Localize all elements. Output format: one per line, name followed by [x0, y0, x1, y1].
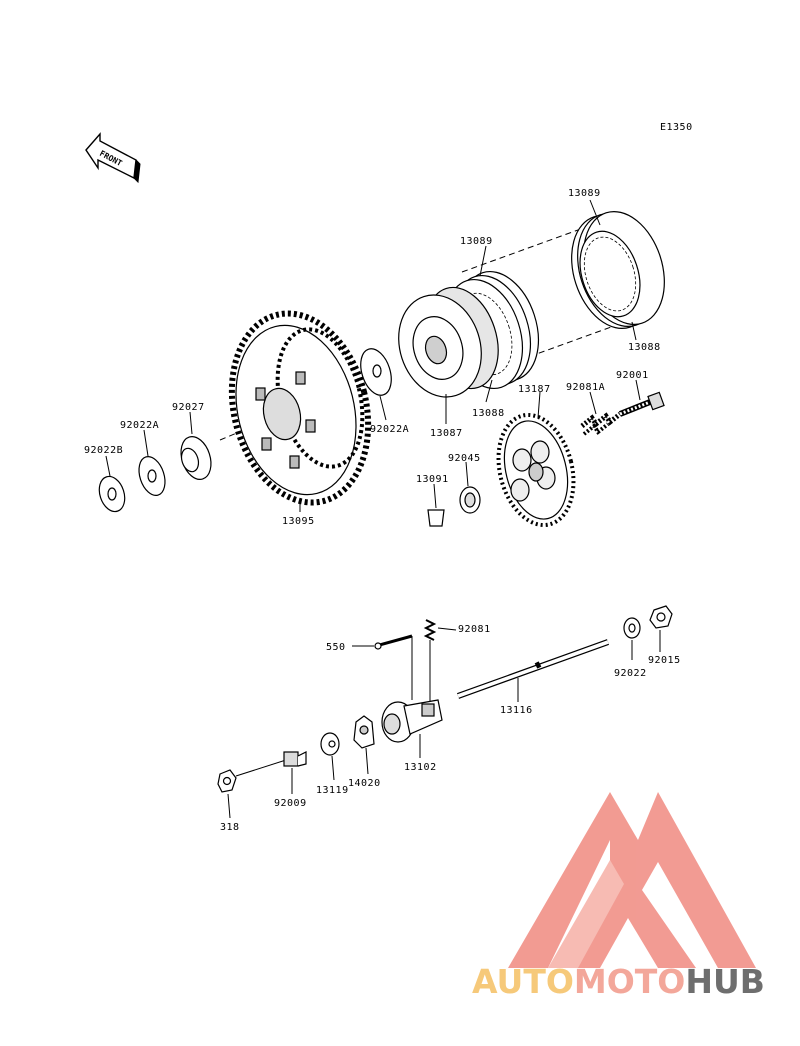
label-550: 550: [326, 642, 346, 653]
label-13088-rear: 13088: [628, 342, 661, 353]
label-92022a-right: 92022A: [370, 424, 409, 435]
front-arrow-icon: FRONT: [85, 132, 141, 184]
label-13087: 13087: [430, 428, 463, 439]
clutch-plate-stack-rear: [571, 211, 665, 329]
axis-line: [461, 221, 601, 273]
primary-driven-gear: [228, 310, 372, 506]
leader-line: [479, 245, 487, 277]
leader-line: [589, 199, 601, 226]
plate-13119: [320, 732, 340, 756]
pin-550: [374, 634, 413, 700]
leader-line: [631, 321, 637, 341]
bearing-92045: [459, 486, 481, 514]
washer-92022b: [98, 475, 126, 513]
leader-line: [433, 483, 437, 509]
nut-92015: [649, 605, 673, 629]
leader-line: [437, 627, 457, 631]
spring-92081: [423, 619, 437, 706]
washer-92022: [623, 617, 641, 639]
leader-line: [465, 461, 469, 487]
label-92015: 92015: [648, 655, 681, 666]
spacer-92027: [180, 436, 212, 480]
leader-line: [485, 379, 493, 403]
brand-hub: HUB: [685, 962, 765, 1001]
leader-line: [379, 395, 387, 421]
label-92001: 92001: [616, 370, 649, 381]
leader-line: [143, 429, 149, 457]
leader-line: [537, 391, 541, 419]
label-13102: 13102: [404, 762, 437, 773]
screw-92009: [235, 751, 307, 777]
leader-line: [635, 379, 641, 401]
label-13089-rear: 13089: [568, 188, 601, 199]
clutch-hub: [398, 286, 499, 398]
label-92009: 92009: [274, 798, 307, 809]
nut-318: [217, 769, 237, 793]
label-13187: 13187: [518, 384, 551, 395]
leader-line: [189, 411, 193, 435]
plug-13091: [427, 509, 445, 527]
push-rod: [456, 639, 610, 699]
cover-14020: [353, 715, 375, 749]
leader-line: [331, 755, 335, 781]
label-92022a-left: 92022A: [120, 420, 159, 431]
label-13119: 13119: [316, 785, 349, 796]
leader-line: [589, 391, 597, 415]
leader-line: [365, 747, 369, 775]
label-92045: 92045: [448, 453, 481, 464]
label-92081a: 92081A: [566, 382, 605, 393]
label-92027: 92027: [172, 402, 205, 413]
leader-line: [105, 455, 111, 477]
release-lever: [381, 699, 443, 743]
label-13091: 13091: [416, 474, 449, 485]
pressure-plate: [496, 412, 576, 528]
label-13089-front: 13089: [460, 236, 493, 247]
label-13116: 13116: [500, 705, 533, 716]
clutch-spring: [580, 412, 622, 436]
diagram-code: E1350: [660, 122, 693, 133]
label-13095: 13095: [282, 516, 315, 527]
washer-92022a-right: [360, 348, 392, 396]
washer-92022a-left: [138, 456, 166, 496]
label-13088-front: 13088: [472, 408, 505, 419]
label-318: 318: [220, 822, 240, 833]
label-14020: 14020: [348, 778, 381, 789]
label-92022: 92022: [614, 668, 647, 679]
automotohub-logo-icon: [508, 792, 756, 968]
label-92081: 92081: [458, 624, 491, 635]
brand-auto: AUTO: [472, 962, 574, 1001]
brand-moto: MOTO: [573, 962, 686, 1001]
label-92022b: 92022B: [84, 445, 123, 456]
automotohub-wordmark: AUTOMOTOHUB: [472, 962, 765, 1001]
clutch-bolt: [618, 391, 665, 417]
leader-line: [227, 793, 231, 819]
